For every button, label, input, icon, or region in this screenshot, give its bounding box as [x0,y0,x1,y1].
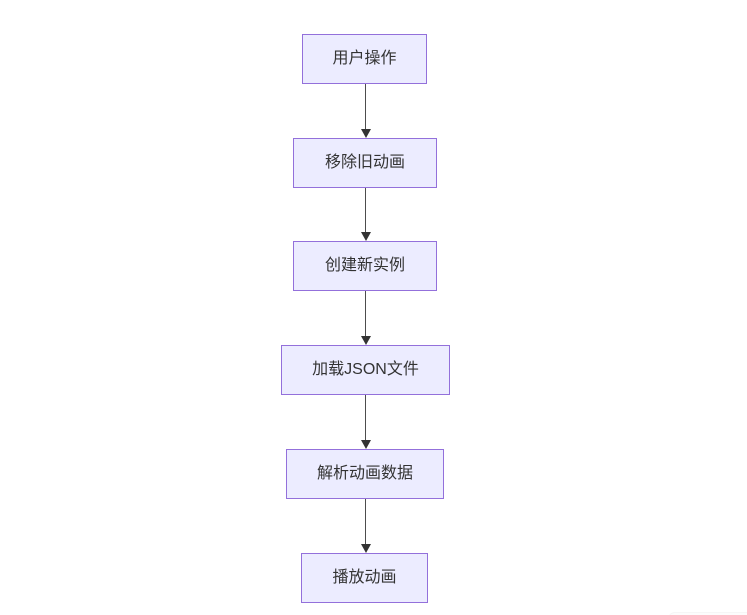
flow-arrow-3 [359,291,372,345]
arrowhead-icon [360,336,371,345]
arrow-line [365,291,366,336]
arrow-line [365,499,366,544]
flow-node-user-action: 用户操作 [302,34,427,84]
flow-arrow-5 [359,499,372,553]
flow-arrow-2 [359,188,372,241]
flow-node-remove-old-animation: 移除旧动画 [293,138,437,188]
arrowhead-icon [360,544,371,553]
flow-arrow-4 [359,395,372,449]
arrow-line [365,188,366,232]
arrow-line [365,84,366,129]
arrow-line [365,395,366,440]
arrowhead-icon [360,440,371,449]
flow-arrow-1 [359,84,372,138]
flow-node-create-new-instance: 创建新实例 [293,241,437,291]
arrowhead-icon [360,232,371,241]
flow-node-play-animation: 播放动画 [301,553,428,603]
faint-bottom-right-artifact [668,612,747,615]
flow-node-load-json-file: 加载JSON文件 [281,345,450,395]
arrowhead-icon [360,129,371,138]
flow-node-parse-animation-data: 解析动画数据 [286,449,444,499]
